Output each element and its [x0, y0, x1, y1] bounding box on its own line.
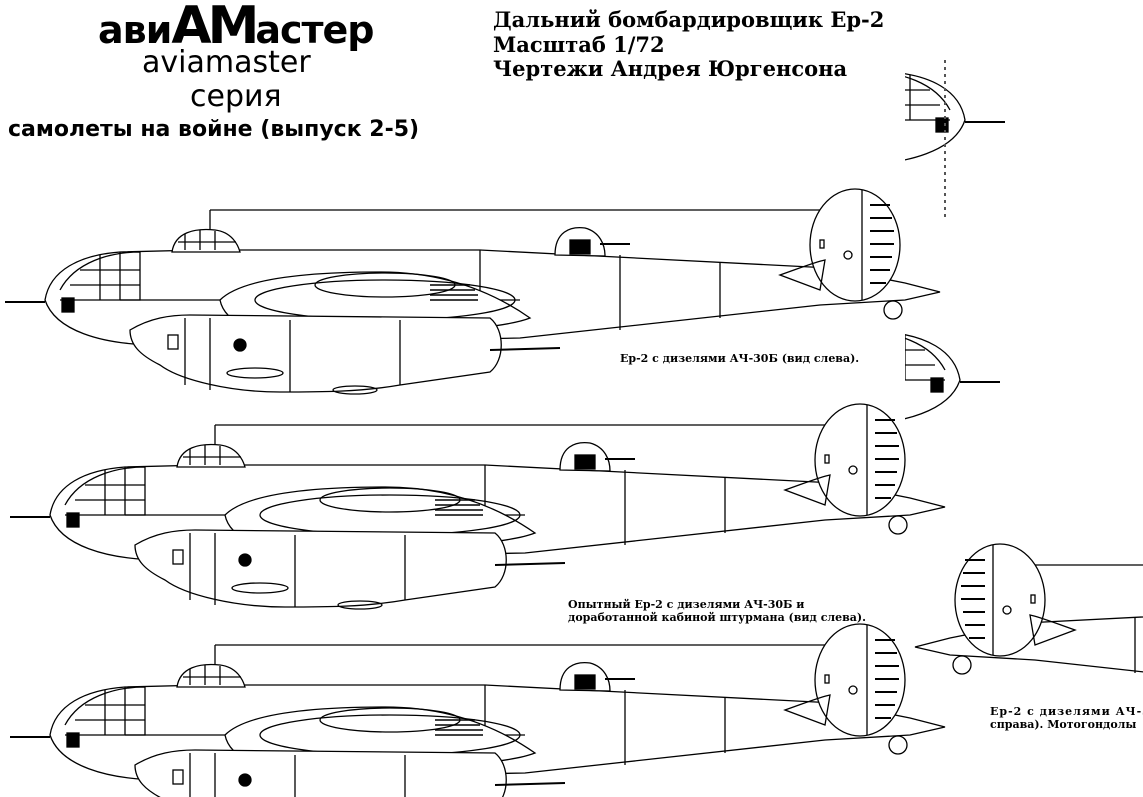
aircraft-view-2-left — [9, 403, 946, 610]
logo-big-letters: АМ — [171, 0, 259, 56]
series-label: серия — [190, 79, 282, 114]
logo-suffix: астер — [255, 8, 374, 52]
logo-aviamaster-ru: авиАМастер — [98, 0, 375, 52]
caption-view-1: Ер-2 с дизелями АЧ-30Б (вид слева). — [620, 352, 860, 365]
title-line-3: Чертежи Андрея Юргенсона — [493, 56, 848, 81]
caption-view-2-line-2: доработанной кабиной штурмана (вид слева… — [568, 611, 866, 624]
aircraft-view-3-left — [9, 623, 946, 797]
caption-view-3-line-2: справа). Мотогондолы — [990, 718, 1137, 731]
caption-view-2-line-1: Опытный Ер-2 с дизелями АЧ-30Б и — [568, 598, 805, 611]
title-line-1: Дальний бомбардировщик Ер-2 — [493, 7, 885, 32]
caption-view-3-line-1: Ер-2 с дизелями АЧ-3( — [990, 705, 1143, 718]
title-line-2: Масштаб 1/72 — [493, 32, 665, 57]
logo-prefix: ави — [98, 8, 172, 52]
logo-aviamaster-en: aviamaster — [142, 45, 311, 80]
series-subtitle: самолеты на войне (выпуск 2-5) — [8, 117, 420, 142]
aircraft-view-right-2 — [905, 268, 1001, 475]
